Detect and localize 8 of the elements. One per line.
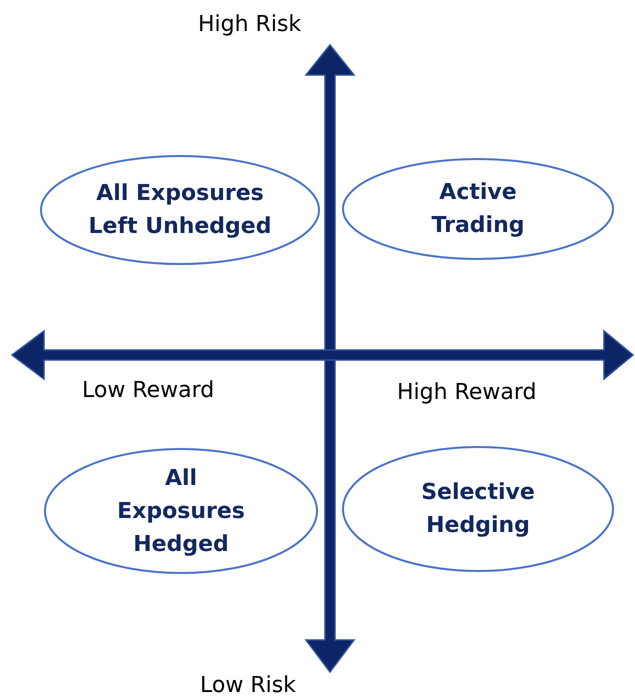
axis-label: Low Reward [82,378,214,403]
axis-label: High Reward [397,380,536,405]
axis-label: Low Risk [200,673,296,698]
quadrant-label: All Exposures Hedged [116,464,246,558]
axis-label: High Risk [198,12,302,37]
quadrant-label: All Exposures Left Unhedged [88,180,272,241]
quadrant-label: Selective Hedging [420,479,536,540]
quadrant-label: Active Trading [430,179,526,240]
